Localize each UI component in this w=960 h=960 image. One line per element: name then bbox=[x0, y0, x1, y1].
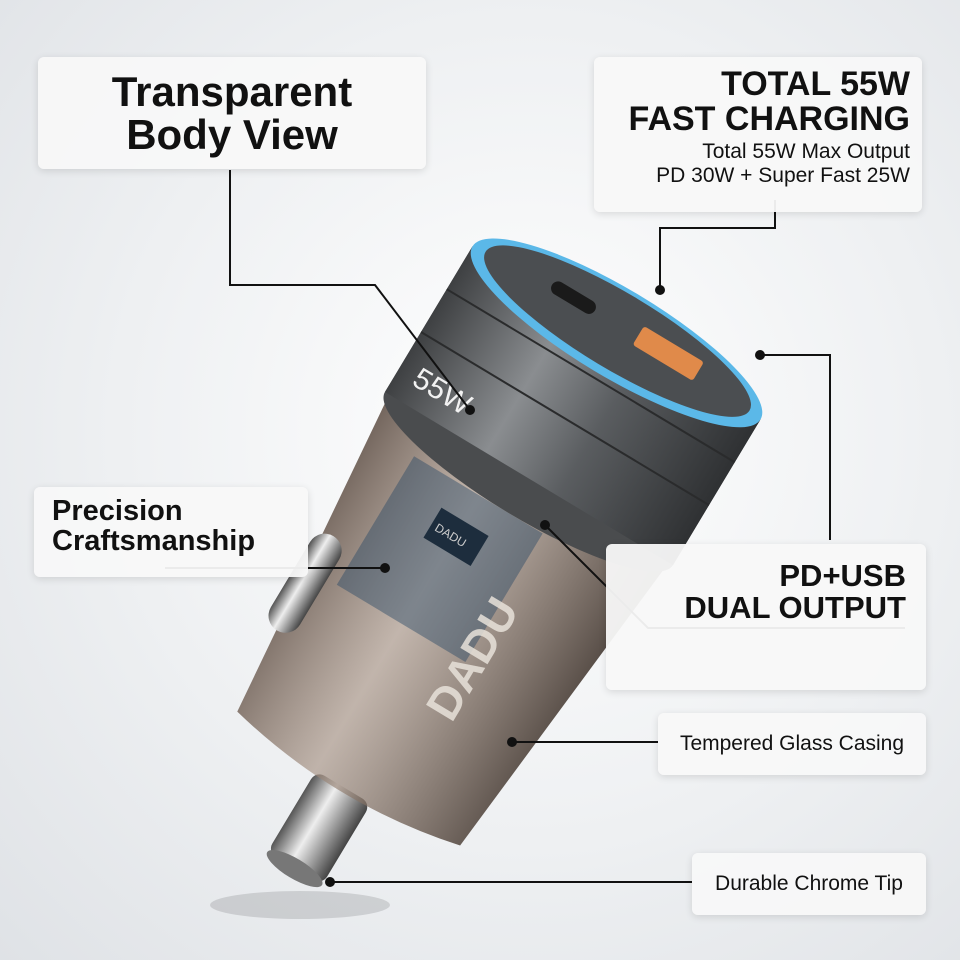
callout-title: FAST CHARGING bbox=[628, 99, 910, 138]
callout-title: PD+USB bbox=[779, 558, 906, 593]
callout-title: Transparent bbox=[111, 68, 353, 115]
callout-transparent-body: Transparent Body View bbox=[38, 57, 426, 169]
circuit-board bbox=[336, 456, 543, 663]
callout-chrome-tip: Durable Chrome Tip bbox=[692, 853, 926, 915]
chrome-tip bbox=[270, 774, 368, 882]
callout-precision: Precision Craftsmanship bbox=[34, 487, 308, 577]
metal-head-front bbox=[384, 246, 761, 566]
chip bbox=[423, 507, 489, 566]
side-button bbox=[268, 533, 342, 633]
usb-a-port bbox=[633, 327, 703, 380]
callout-title: TOTAL 55W bbox=[721, 65, 910, 103]
callout-subtitle: PD 30W + Super Fast 25W bbox=[656, 164, 910, 188]
callout-subtitle: Total 55W Max Output bbox=[702, 140, 910, 164]
callout-total-55w: TOTAL 55W FAST CHARGING Total 55W Max Ou… bbox=[594, 57, 922, 212]
tip-end bbox=[266, 850, 323, 888]
callout-title: Body View bbox=[126, 110, 338, 158]
shadow bbox=[210, 891, 390, 919]
callout-dual-output: PD+USB DUAL OUTPUT bbox=[606, 544, 926, 690]
callout-title: Precision bbox=[52, 495, 183, 527]
usb-c-port bbox=[551, 281, 596, 314]
callout-title: Craftsmanship bbox=[52, 524, 256, 557]
callout-glass-casing: Tempered Glass Casing bbox=[658, 713, 926, 775]
callout-title: DUAL OUTPUT bbox=[684, 589, 906, 625]
car-charger: DADU DADU 55W bbox=[237, 238, 763, 888]
